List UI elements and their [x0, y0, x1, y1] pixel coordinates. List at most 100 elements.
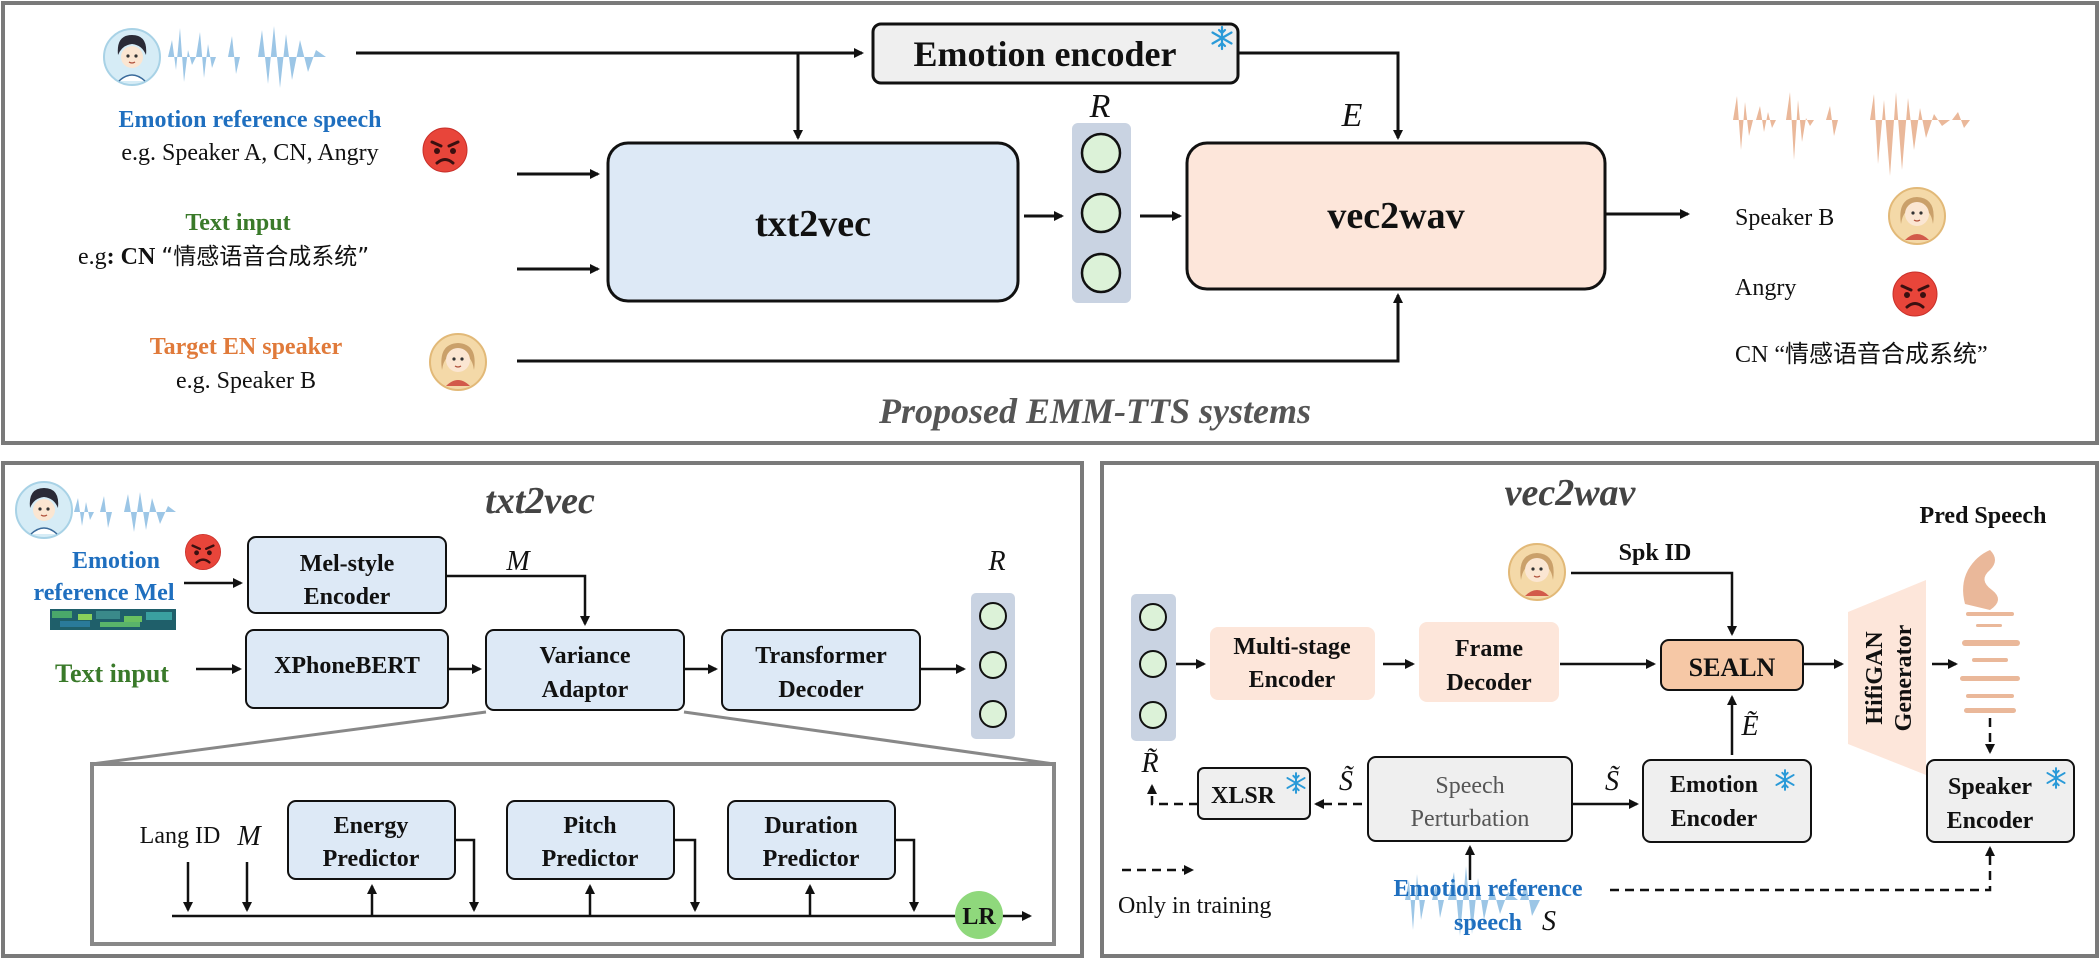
target-speaker-label: Target EN speaker: [150, 334, 343, 360]
emotion-ref-mel-line2: reference Mel: [33, 580, 174, 606]
top-panel-border: [1, 1, 2099, 445]
r-symbol: R: [1089, 88, 1111, 125]
mel-spectrogram-icon: [50, 609, 176, 630]
pitch-predictor-line2: Predictor: [542, 846, 639, 872]
vec2wav-panel-border: [1100, 461, 2099, 958]
vec2wav-box: [1185, 141, 1607, 291]
txt2vec-connectors: [184, 574, 966, 674]
m-symbol-2: M: [236, 821, 262, 852]
e-tilde-symbol: Ẽ: [1740, 711, 1758, 742]
top-caption: Proposed EMM-TTS systems: [878, 391, 1311, 431]
target-speaker-example: e.g. Speaker B: [176, 368, 316, 394]
r-vector-dot: [979, 651, 1007, 679]
vec2wav-connectors: [1176, 571, 1958, 880]
txt2vec-panel-title: txt2vec: [485, 480, 595, 522]
transformer-decoder-line2: Decoder: [778, 677, 864, 703]
r-symbol-2: R: [987, 546, 1005, 577]
waveform-icon: [1733, 92, 1970, 176]
speech-perturbation-line2: Perturbation: [1411, 806, 1530, 832]
ref-speech-label: Emotion reference speech: [118, 107, 381, 133]
speech-perturbation-box: [1367, 756, 1573, 842]
xlsr-label: XLSR: [1211, 783, 1276, 809]
hifigan-line1: HifiGAN: [1862, 631, 1888, 725]
variance-adaptor-line1: Variance: [539, 643, 630, 669]
speaker-encoder-line1: Speaker: [1948, 774, 2032, 800]
s-tilde-right: S̃: [1605, 766, 1621, 797]
emotion-encoder-line2: Encoder: [1671, 806, 1758, 832]
mel-style-encoder-line1: Mel-style: [300, 551, 395, 577]
out-emotion: Angry: [1735, 275, 1796, 301]
out-speaker: Speaker B: [1735, 205, 1834, 231]
lr-node: [955, 891, 1003, 939]
lang-id-label: Lang ID: [140, 823, 221, 849]
out-text: CN “情感语音合成系统”: [1735, 341, 1988, 368]
angry-emoji-icon: [421, 126, 469, 174]
frame-decoder-line1: Frame: [1455, 636, 1523, 662]
r-vector-dot: [1080, 132, 1122, 174]
multistage-encoder-line1: Multi-stage: [1233, 634, 1351, 660]
emotion-ref-speech-line1: Emotion reference: [1393, 876, 1582, 902]
txt2vec-box: [606, 141, 1020, 303]
hifigan-generator-box: [1848, 580, 1926, 775]
mel-style-encoder-line2: Encoder: [304, 584, 391, 610]
emotion-ref-mel-line1: Emotion: [72, 548, 160, 574]
energy-predictor-line1: Energy: [334, 813, 409, 839]
r-vector-dot: [1139, 650, 1167, 678]
hifigan-line2: Generator: [1891, 624, 1917, 731]
xphonebert-label: XPhoneBERT: [274, 653, 420, 679]
avatar-boy-icon: [103, 28, 161, 86]
r-vector-dot: [979, 602, 1007, 630]
angry-emoji-icon: [1891, 270, 1939, 318]
txt2vec-label: txt2vec: [755, 203, 871, 245]
vec2wav-label: vec2wav: [1327, 195, 1464, 237]
variance-connectors: [172, 838, 1032, 921]
r-vector-dot: [1139, 701, 1167, 729]
r-tilde-symbol: R̃: [1140, 748, 1158, 779]
training-only-connectors: [1147, 718, 1995, 892]
only-training-label: Only in training: [1118, 893, 1271, 919]
sealn-label: SEALN: [1689, 653, 1776, 682]
duration-predictor-line1: Duration: [764, 813, 857, 839]
speech-perturbation-line1: Speech: [1435, 773, 1504, 799]
transformer-decoder-line1: Transformer: [755, 643, 887, 669]
ref-speech-example: e.g. Speaker A, CN, Angry: [121, 140, 378, 166]
waveform-icon: [168, 26, 326, 88]
waveform-icon: [74, 492, 176, 532]
r-vector-dot: [1139, 603, 1167, 631]
r-vector-dot: [1080, 252, 1122, 294]
lr-label: LR: [962, 904, 996, 930]
avatar-boy-icon: [15, 481, 73, 539]
zoom-lines: [91, 710, 1055, 766]
m-symbol: M: [505, 546, 531, 577]
waveform-icon: [1405, 866, 1540, 936]
s-symbol: S: [1542, 906, 1556, 937]
xlsr-box: [1197, 767, 1311, 820]
frame-decoder-line2: Decoder: [1446, 670, 1532, 696]
speaker-encoder-box: [1926, 759, 2075, 843]
e-symbol: E: [1341, 97, 1363, 134]
multistage-encoder-line2: Encoder: [1249, 667, 1336, 693]
r-vector-dot: [979, 700, 1007, 728]
text-input-example: e.g: CN “情感语音合成系统”: [78, 244, 369, 270]
duration-predictor-line2: Predictor: [763, 846, 860, 872]
frame-decoder-box: [1419, 622, 1559, 702]
speaker-encoder-line2: Encoder: [1947, 808, 2034, 834]
emotion-encoder-line1: Emotion: [1670, 772, 1758, 798]
pred-speech-label: Pred Speech: [1920, 503, 2047, 529]
waveform-icon: [1960, 550, 2020, 713]
text-input-label: Text input: [185, 210, 290, 236]
emotion-ref-speech-line2: speech: [1454, 910, 1522, 936]
r-vector-dot: [1080, 192, 1122, 234]
txt2vec-panel-border: [1, 461, 1084, 958]
pitch-predictor-line1: Pitch: [563, 813, 616, 839]
energy-predictor-line2: Predictor: [323, 846, 420, 872]
text-input-label-2: Text input: [55, 659, 169, 688]
multistage-encoder-box: [1210, 627, 1375, 700]
avatar-girl-icon: [429, 333, 487, 391]
avatar-girl-icon: [1508, 543, 1566, 601]
s-tilde-left: S̃: [1339, 766, 1355, 797]
angry-emoji-icon: [184, 533, 222, 571]
variance-adaptor-line2: Adaptor: [542, 677, 629, 703]
avatar-girl-icon: [1888, 187, 1946, 245]
